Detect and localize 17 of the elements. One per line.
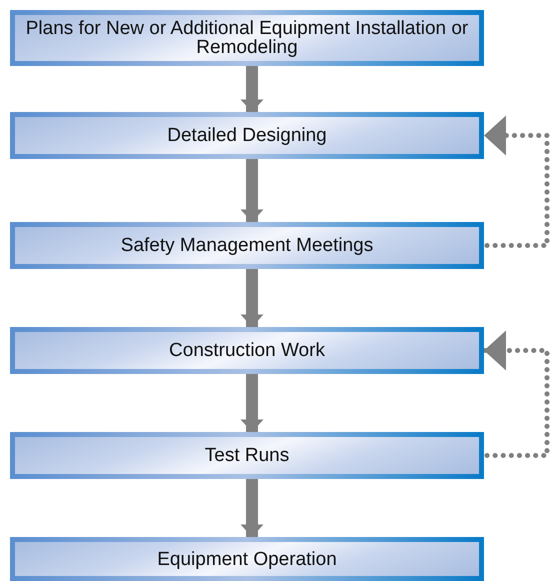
- process-box: [10, 112, 484, 159]
- step-label: Test Runs: [204, 446, 290, 465]
- step-label: Safety Management Meetings: [120, 236, 374, 255]
- block-arrow: [240, 479, 264, 537]
- process-box: [10, 537, 484, 581]
- step-label: Plans for New or Additional Equipment Installation or Remodeling: [24, 19, 470, 57]
- block-arrow: [240, 374, 264, 432]
- process-box: [10, 327, 484, 374]
- process-box: [10, 432, 484, 479]
- process-box: [10, 222, 484, 269]
- step-label: Equipment Operation: [157, 550, 337, 568]
- step-label: Construction Work: [169, 341, 325, 360]
- block-arrow: [240, 66, 264, 112]
- step-label: Detailed Designing: [167, 126, 327, 145]
- process-box: [10, 10, 484, 66]
- block-arrow: [240, 269, 264, 327]
- block-arrow: [240, 159, 264, 222]
